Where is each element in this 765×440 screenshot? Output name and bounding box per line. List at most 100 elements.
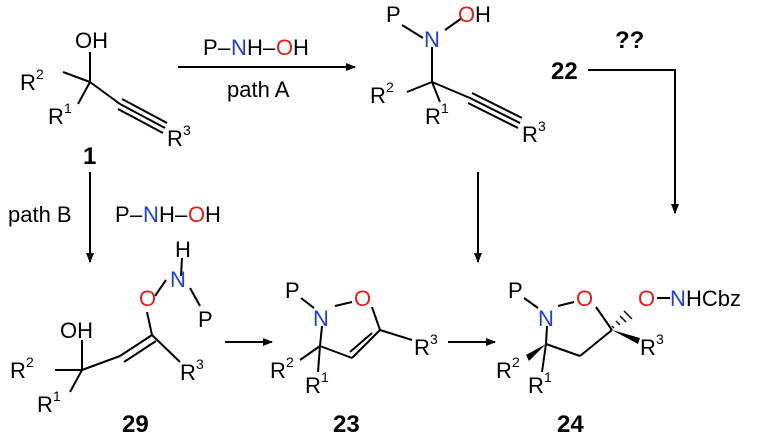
hashed-bond	[611, 310, 633, 329]
compound-number: 1	[83, 143, 96, 170]
superscript: 2	[36, 66, 44, 82]
ring-bond	[319, 325, 323, 347]
double-bond	[123, 340, 157, 363]
ring-double-bond	[349, 332, 373, 353]
compound-number: 24	[557, 411, 584, 438]
atom-r: R	[20, 70, 36, 95]
bond	[431, 81, 441, 103]
reagent-n: N	[143, 202, 159, 227]
reagent-p: P	[203, 35, 218, 60]
path-a-label: path A	[227, 77, 290, 102]
superscript: 3	[183, 122, 191, 138]
atom-o: O	[458, 2, 475, 27]
ring-bond	[545, 325, 548, 345]
atom-r: R	[640, 335, 656, 360]
compound-24: P N O O N HCbz R 3 R 2 R 1 24	[496, 278, 741, 438]
superscript: 1	[64, 100, 72, 116]
atom-oh: OH	[60, 318, 93, 343]
double-bond	[119, 334, 153, 357]
reagent-o: O	[188, 202, 205, 227]
bond	[151, 334, 181, 363]
reagent-dash: –	[175, 202, 188, 227]
ring-bond	[557, 301, 575, 307]
bond	[431, 81, 471, 99]
path-a-arrow: P – N H – O H path A	[178, 35, 356, 102]
bond	[444, 17, 463, 31]
bond	[406, 81, 433, 93]
ring-bond	[334, 301, 353, 307]
superscript: 3	[196, 356, 204, 372]
atom-r: R	[370, 83, 386, 108]
reagent-h: H	[205, 202, 221, 227]
compound-number: 23	[333, 411, 360, 438]
path-b-label: path B	[8, 202, 72, 227]
path-b-arrow: path B P – N H – O H	[8, 172, 221, 263]
atom-r: R	[414, 335, 430, 360]
hash	[615, 320, 621, 326]
unknown-route-arrow: ?? 22	[551, 27, 679, 214]
atom-o: O	[139, 286, 156, 311]
atom-r: R	[270, 358, 286, 383]
atom-r: R	[305, 373, 321, 398]
bond	[154, 279, 167, 297]
compound-23: P N O R 3 R 2 R 1 23	[270, 278, 438, 438]
superscript: 3	[430, 331, 438, 347]
triple-bond	[119, 103, 166, 129]
atom-h: H	[175, 237, 191, 262]
bond	[62, 71, 91, 83]
compound-number: 29	[122, 411, 149, 438]
atom-r: R	[496, 358, 512, 383]
bond	[300, 297, 315, 309]
bond	[81, 355, 121, 371]
ring-bond	[319, 345, 353, 359]
bond	[146, 311, 153, 336]
reagent-h: H	[247, 35, 263, 60]
bond	[189, 287, 201, 307]
compound-22: P N O H R 2 R 1 R 3	[370, 2, 546, 147]
ring-bond	[351, 329, 381, 359]
wedge-bond	[612, 330, 640, 344]
hash	[611, 325, 615, 329]
superscript: 1	[544, 369, 552, 385]
bond	[541, 343, 547, 373]
atom-r: R	[10, 358, 26, 383]
reagent-o: O	[276, 35, 293, 60]
superscript: 1	[53, 388, 61, 404]
superscript: 1	[441, 100, 449, 116]
superscript: 3	[656, 331, 664, 347]
atom-nhcbz: HCbz	[686, 286, 741, 311]
atom-n: N	[313, 306, 329, 331]
wedge-bond	[526, 344, 546, 361]
bond	[89, 81, 121, 105]
arrow	[588, 69, 679, 214]
bond	[523, 297, 539, 309]
ring-bond	[545, 343, 581, 357]
triple-bond	[121, 98, 168, 124]
hash	[619, 315, 627, 323]
atom-n: N	[670, 286, 686, 311]
superscript: 2	[512, 354, 520, 370]
atom-p: P	[198, 307, 213, 332]
bond	[299, 345, 321, 361]
atom-n: N	[424, 27, 440, 52]
superscript: 2	[386, 79, 394, 95]
compound-number-22: 22	[551, 58, 578, 85]
triple-bond	[117, 108, 164, 134]
reagent-h: H	[159, 202, 175, 227]
atom-n: N	[538, 306, 554, 331]
ring-bond	[371, 306, 381, 331]
reagent-dash: –	[263, 35, 276, 60]
superscript: 3	[538, 118, 546, 134]
compound-1: OH R 2 R 1 R 3 1	[20, 28, 191, 170]
atom-p: P	[386, 2, 401, 27]
atom-oh: OH	[75, 28, 108, 53]
atom-r: R	[180, 360, 196, 385]
atom-p: P	[285, 278, 300, 303]
ring-bond	[579, 329, 613, 357]
hash	[623, 310, 633, 320]
bond	[180, 257, 183, 277]
reagent-dash: –	[218, 35, 231, 60]
superscript: 2	[286, 354, 294, 370]
bond	[77, 81, 91, 105]
atom-o: O	[638, 286, 655, 311]
